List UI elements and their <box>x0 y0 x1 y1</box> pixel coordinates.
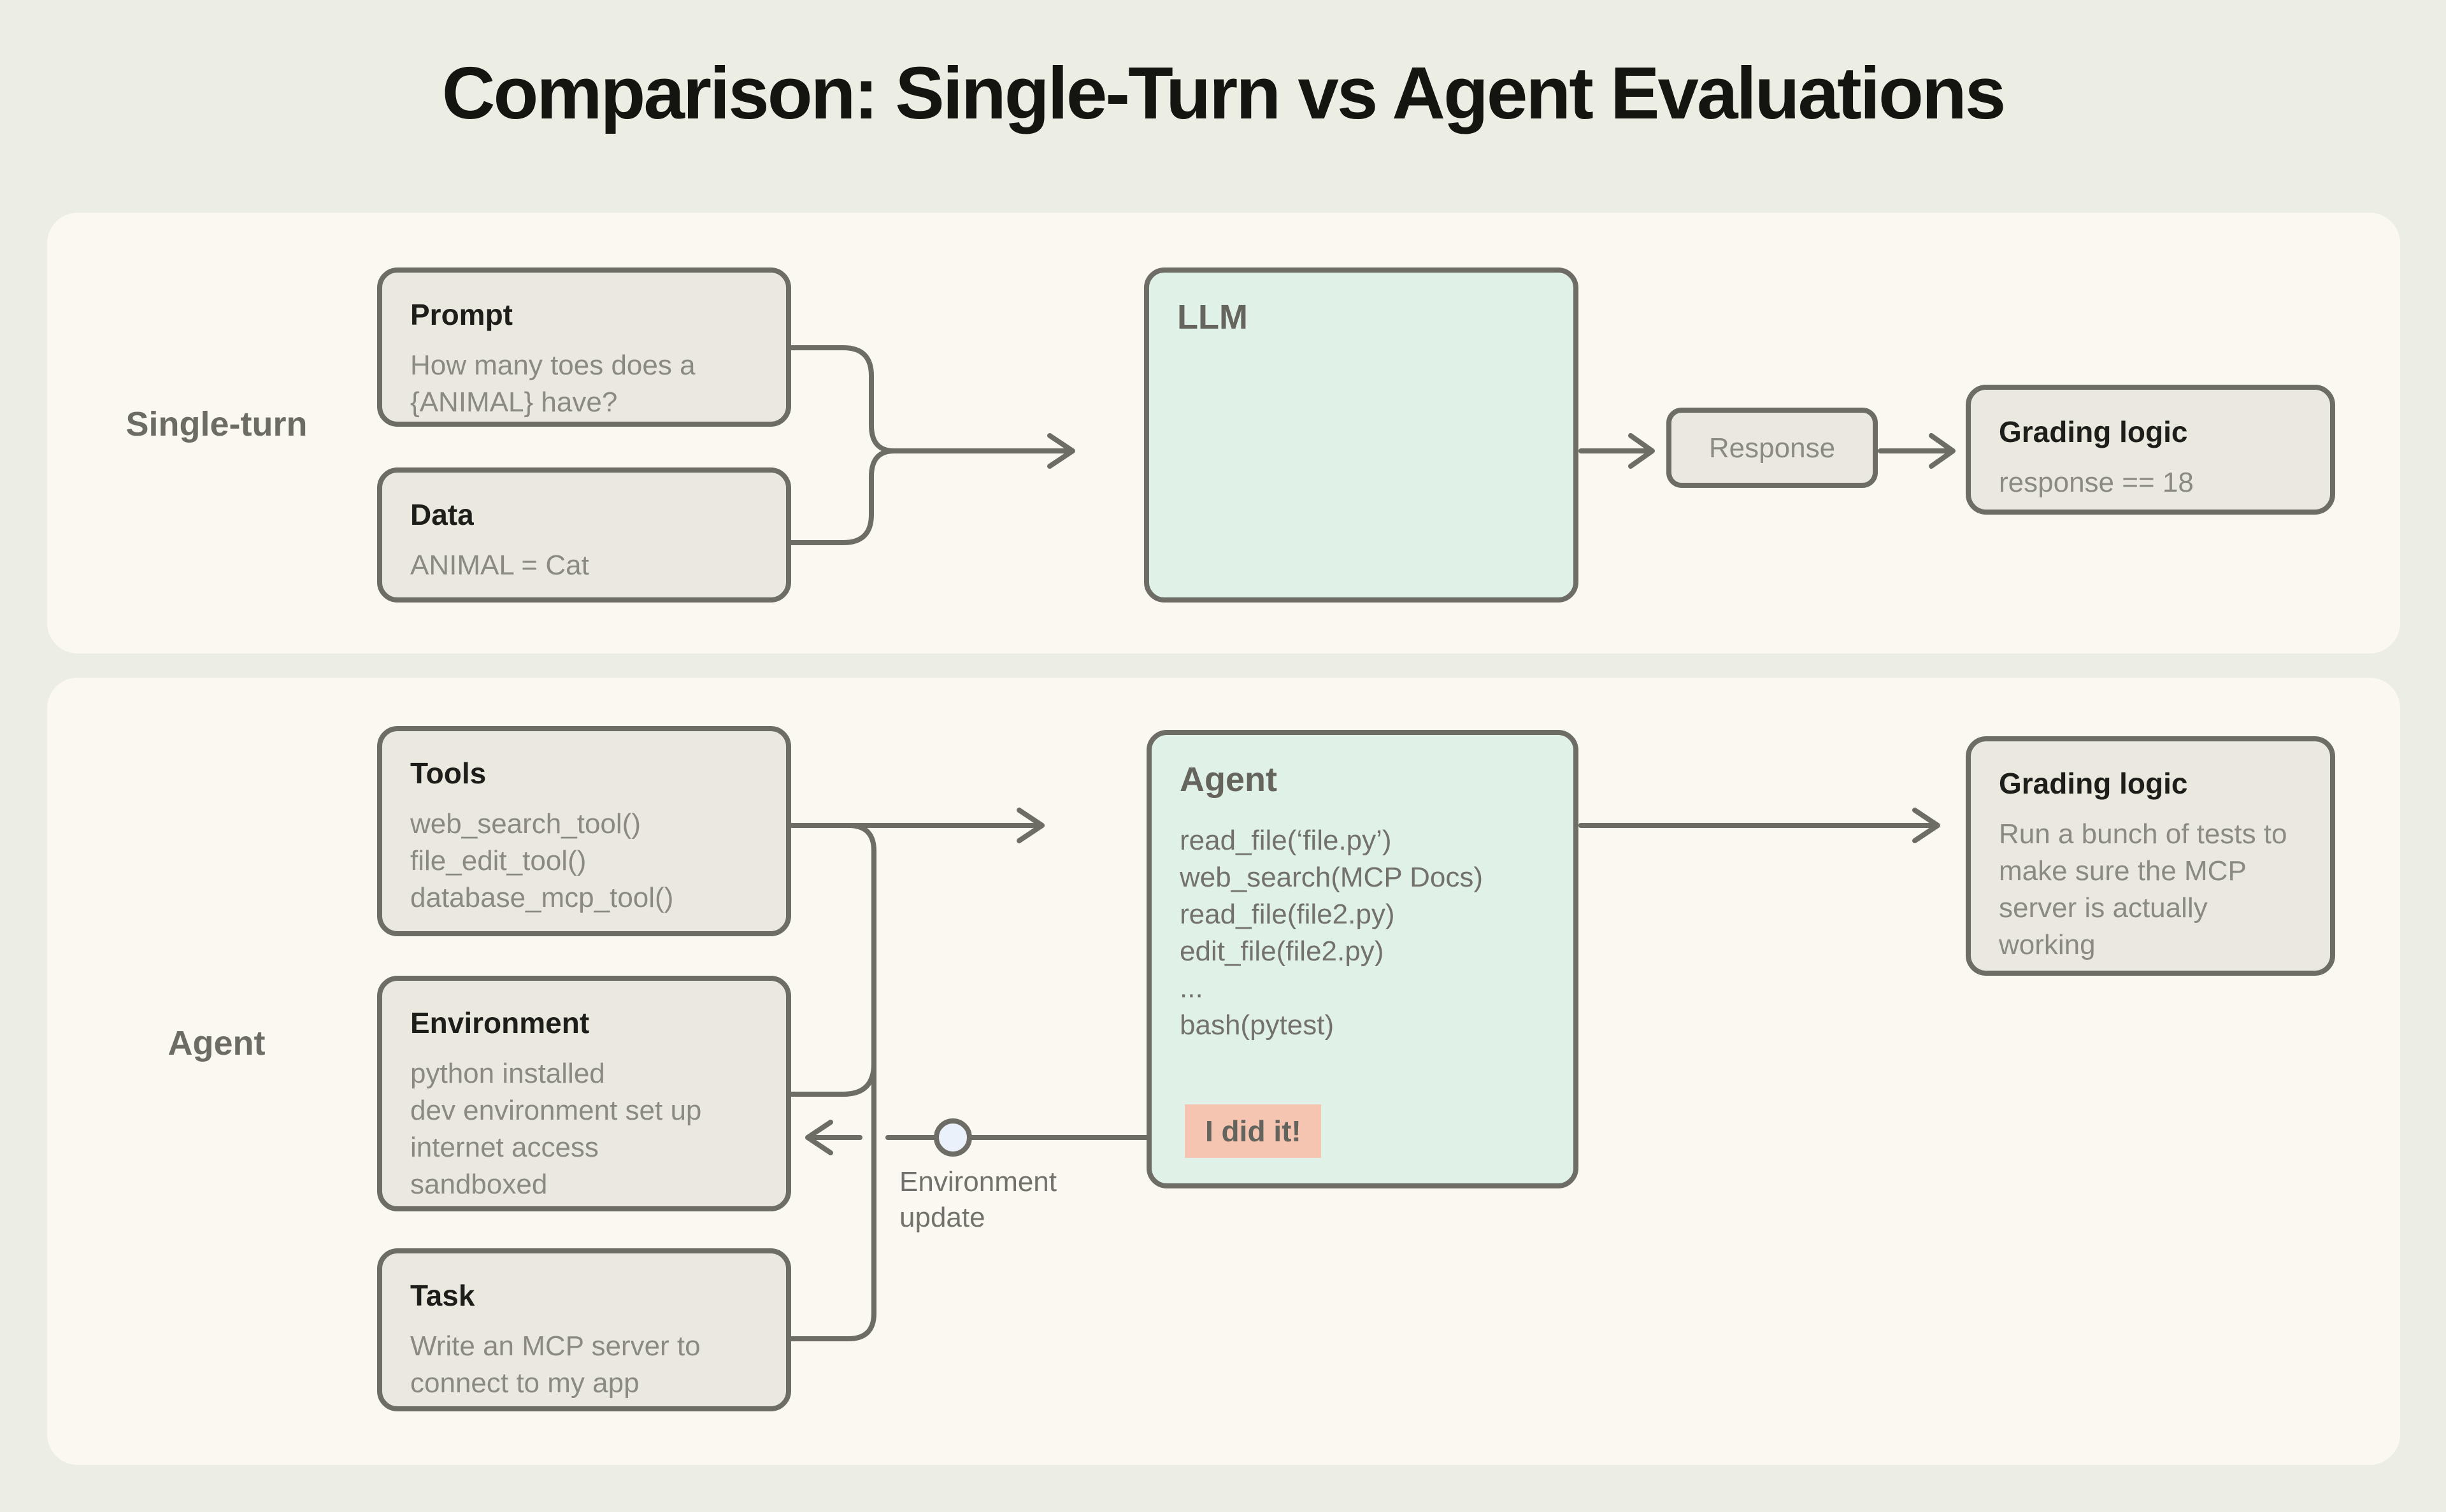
grading-logic-heading: Grading logic <box>1999 767 2188 800</box>
environment-line: dev environment set up <box>410 1094 702 1127</box>
grading-logic-box-single: Grading logic response == 18 <box>1966 385 2335 515</box>
agent-box: Agent read_file(‘file.py’) web_search(MC… <box>1147 730 1578 1188</box>
task-box: Task Write an MCP server to connect to m… <box>377 1248 791 1411</box>
llm-box: LLM <box>1144 267 1578 603</box>
grading-logic-body: Run a bunch of tests to make sure the MC… <box>1999 818 2287 961</box>
grading-logic-body: response == 18 <box>1999 466 2194 499</box>
grading-logic-box-agent: Grading logic Run a bunch of tests to ma… <box>1966 736 2335 976</box>
agent-call-line: ... <box>1180 971 1203 1004</box>
page-title: Comparison: Single-Turn vs Agent Evaluat… <box>441 52 2006 135</box>
task-box-heading: Task <box>410 1279 475 1312</box>
llm-box-heading: LLM <box>1177 298 1248 336</box>
tools-line: web_search_tool() <box>410 808 641 840</box>
environment-line: python installed <box>410 1057 605 1090</box>
grading-logic-heading: Grading logic <box>1999 415 2188 448</box>
task-box-body: Write an MCP server to connect to my app <box>410 1330 701 1399</box>
data-box: Data ANIMAL = Cat <box>377 467 791 603</box>
agent-box-heading: Agent <box>1180 760 1277 799</box>
prompt-box: Prompt How many toes does a {ANIMAL} hav… <box>377 267 791 427</box>
environment-line: internet access <box>410 1131 599 1164</box>
tools-box-heading: Tools <box>410 757 487 790</box>
data-box-heading: Data <box>410 498 474 531</box>
prompt-box-body: How many toes does a {ANIMAL} have? <box>410 349 696 418</box>
tools-line: file_edit_tool() <box>410 845 587 877</box>
environment-line: sandboxed <box>410 1168 548 1201</box>
prompt-box-heading: Prompt <box>410 298 513 331</box>
response-box-label: Response <box>1708 431 1836 463</box>
environment-update-label: Environment update <box>899 1166 1057 1233</box>
agent-row-label: Agent <box>168 1024 266 1062</box>
tools-box: Tools web_search_tool() file_edit_tool()… <box>377 726 791 936</box>
agent-call-line: edit_file(file2.py) <box>1180 934 1384 967</box>
agent-call-line: read_file(‘file.py’) <box>1180 824 1392 856</box>
agent-call-line: bash(pytest) <box>1180 1008 1334 1041</box>
environment-box-heading: Environment <box>410 1006 590 1039</box>
agent-call-line: read_file(file2.py) <box>1180 897 1395 930</box>
single-turn-row-label: Single-turn <box>125 405 308 443</box>
environment-box: Environment python installed dev environ… <box>377 976 791 1211</box>
i-did-it-badge: I did it! <box>1185 1104 1322 1158</box>
agent-call-line: web_search(MCP Docs) <box>1180 860 1484 893</box>
data-box-body: ANIMAL = Cat <box>410 549 589 581</box>
tools-line: database_mcp_tool() <box>410 881 674 914</box>
response-box: Response <box>1666 408 1878 488</box>
